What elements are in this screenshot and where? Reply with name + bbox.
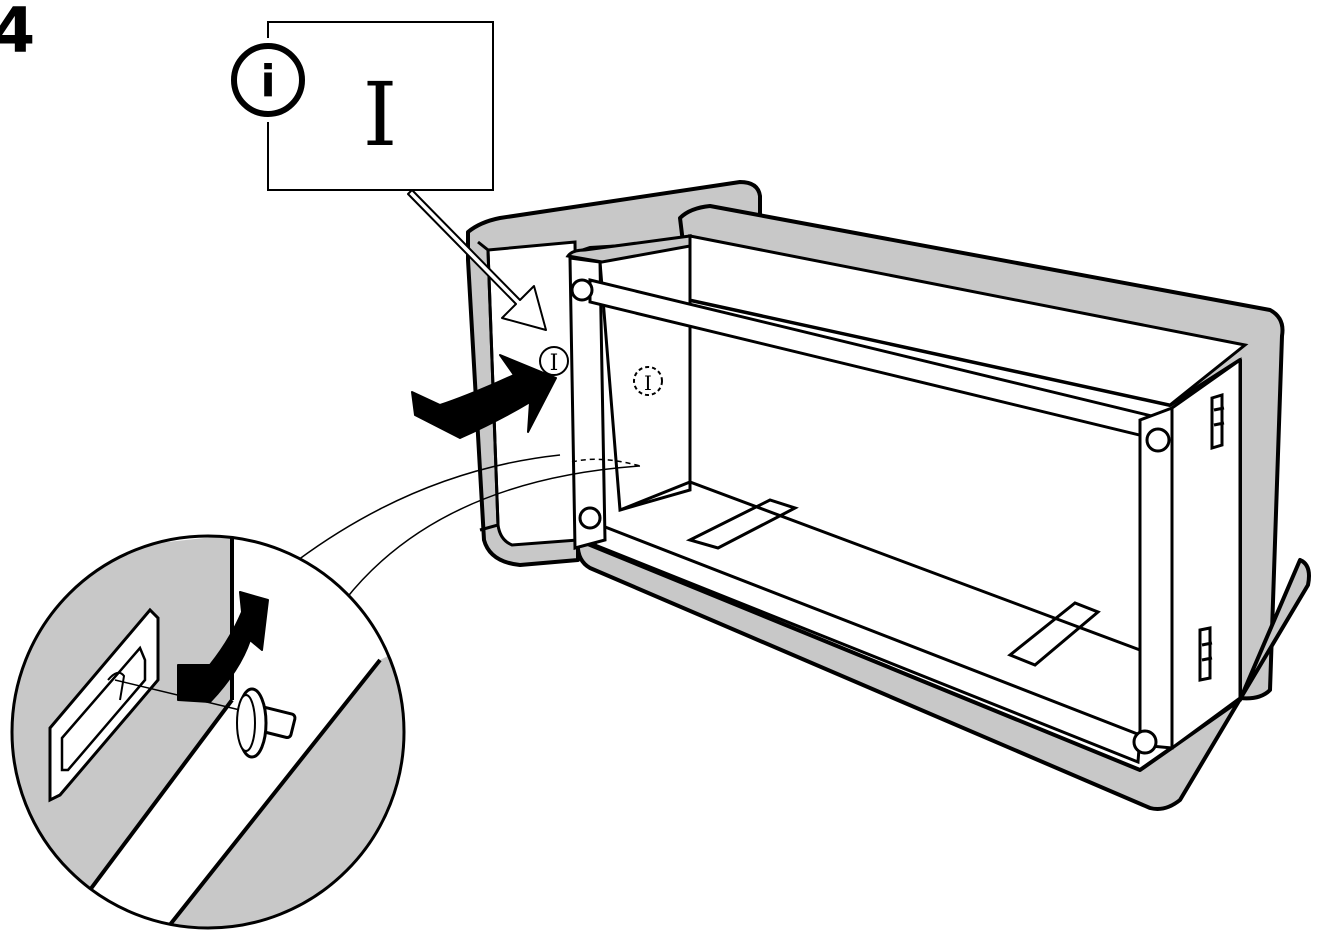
sofa-frame [565,204,1311,811]
info-icon [231,43,305,117]
step-number: 4 [0,0,36,67]
detail-pin-head-inner [236,694,256,752]
insert-arrow-icon [411,354,557,439]
cam-fittings [570,278,1171,755]
cam-fitting-top-right [1145,427,1171,453]
cam-fitting-bottom-left [578,506,602,530]
detail-slot-keyhole [107,671,126,701]
detail-lead-line-lower [344,465,641,601]
insert-arrow-shape [411,354,557,439]
detail-edge-right [163,658,382,928]
cam-fitting-bottom-right [1132,729,1158,755]
interior-floor-line [619,480,1141,652]
frame-part-marker: I [539,346,569,376]
hole-marker-label: I [644,371,652,395]
detail-circle-outline [10,534,406,930]
hole-part-marker: I [633,366,663,396]
detail-dashed-hole [571,458,641,467]
frame-right-end-panel [1170,357,1242,751]
bracket-upper [1210,392,1225,451]
floor-slat-left [685,498,799,550]
detail-lead [297,454,641,601]
cam-fitting-top-left [570,278,594,302]
frame-left-cap [565,234,692,264]
frame-marker-circle [539,346,569,376]
floor-slat-right [1007,601,1101,667]
info-callout: i I [226,21,547,331]
bracket-lower [1198,626,1213,682]
detail-insert-arrow-icon [177,591,269,703]
callout-box [267,21,494,191]
detail-magnifier [10,534,406,930]
end-panel-brackets [1198,392,1225,682]
frame-right-column [1138,405,1174,750]
hole-marker-circle [633,366,663,396]
frame-marker-label: I [550,351,559,376]
detail-upholstery-left [12,536,232,928]
callout-pointer-arrow [407,189,547,331]
info-icon-glyph: i [260,56,275,107]
frame-bottom-rail-upholstery [575,538,1311,811]
detail-lead-line-upper [297,454,561,561]
callout-part-label: I [363,63,398,166]
